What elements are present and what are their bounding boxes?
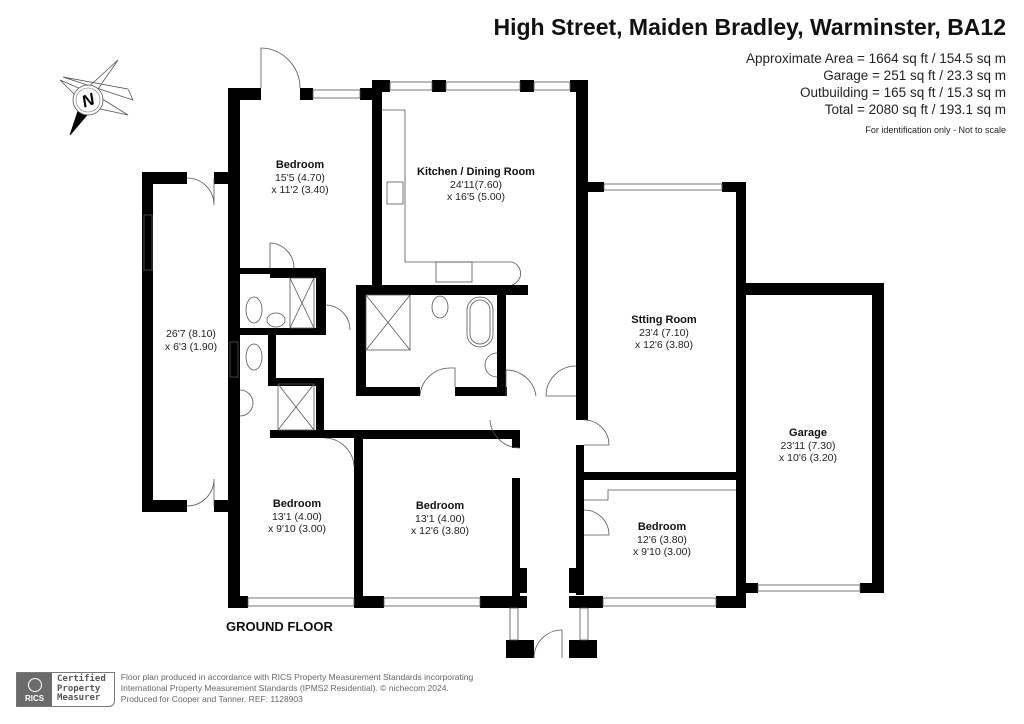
north-compass-icon: N: [59, 59, 134, 136]
room-label-bedroom-2: Bedroom 13'1 (4.00) x 9'10 (3.00): [267, 498, 327, 535]
room-label-outbuilding: 26'7 (8.10) x 6'3 (1.90): [164, 328, 218, 353]
area-outbuilding: Outbuilding = 165 sq ft / 15.3 sq m: [799, 85, 1006, 100]
rics-logo-icon: [27, 678, 42, 692]
area-total: Total = 2080 sq ft / 193.1 sq m: [824, 102, 1006, 117]
room-label-bedroom-1: Bedroom 15'5 (4.70) x 11'2 (3.40): [271, 159, 329, 196]
area-garage: Garage = 251 sq ft / 23.3 sq m: [823, 68, 1006, 83]
area-approximate: Approximate Area = 1664 sq ft / 154.5 sq…: [745, 51, 1006, 66]
area-summary: Approximate Area = 1664 sq ft / 154.5 sq…: [746, 50, 1006, 118]
room-label-bedroom-4: Bedroom 12'6 (3.80) x 9'10 (3.00): [632, 521, 692, 558]
floor-label: GROUND FLOOR: [226, 619, 333, 634]
footer: RICS Certified Property Measurer Floor p…: [16, 672, 473, 707]
room-label-bedroom-3: Bedroom 13'1 (4.00) x 12'6 (3.80): [410, 500, 470, 537]
rics-certified-badge: RICS Certified Property Measurer: [16, 672, 115, 707]
scale-disclaimer: For identification only - Not to scale: [865, 125, 1006, 135]
property-address-title: High Street, Maiden Bradley, Warminster,…: [493, 14, 1006, 40]
room-label-sitting-room: Stting Room 23'4 (7.10) x 12'6 (3.80): [631, 314, 697, 351]
room-label-kitchen-dining: Kitchen / Dining Room 24'11(7.60) x 16'5…: [417, 166, 535, 203]
footer-disclaimer: Floor plan produced in accordance with R…: [120, 672, 474, 704]
room-label-garage: Garage 23'11 (7.30) x 10'6 (3.20): [778, 427, 838, 464]
